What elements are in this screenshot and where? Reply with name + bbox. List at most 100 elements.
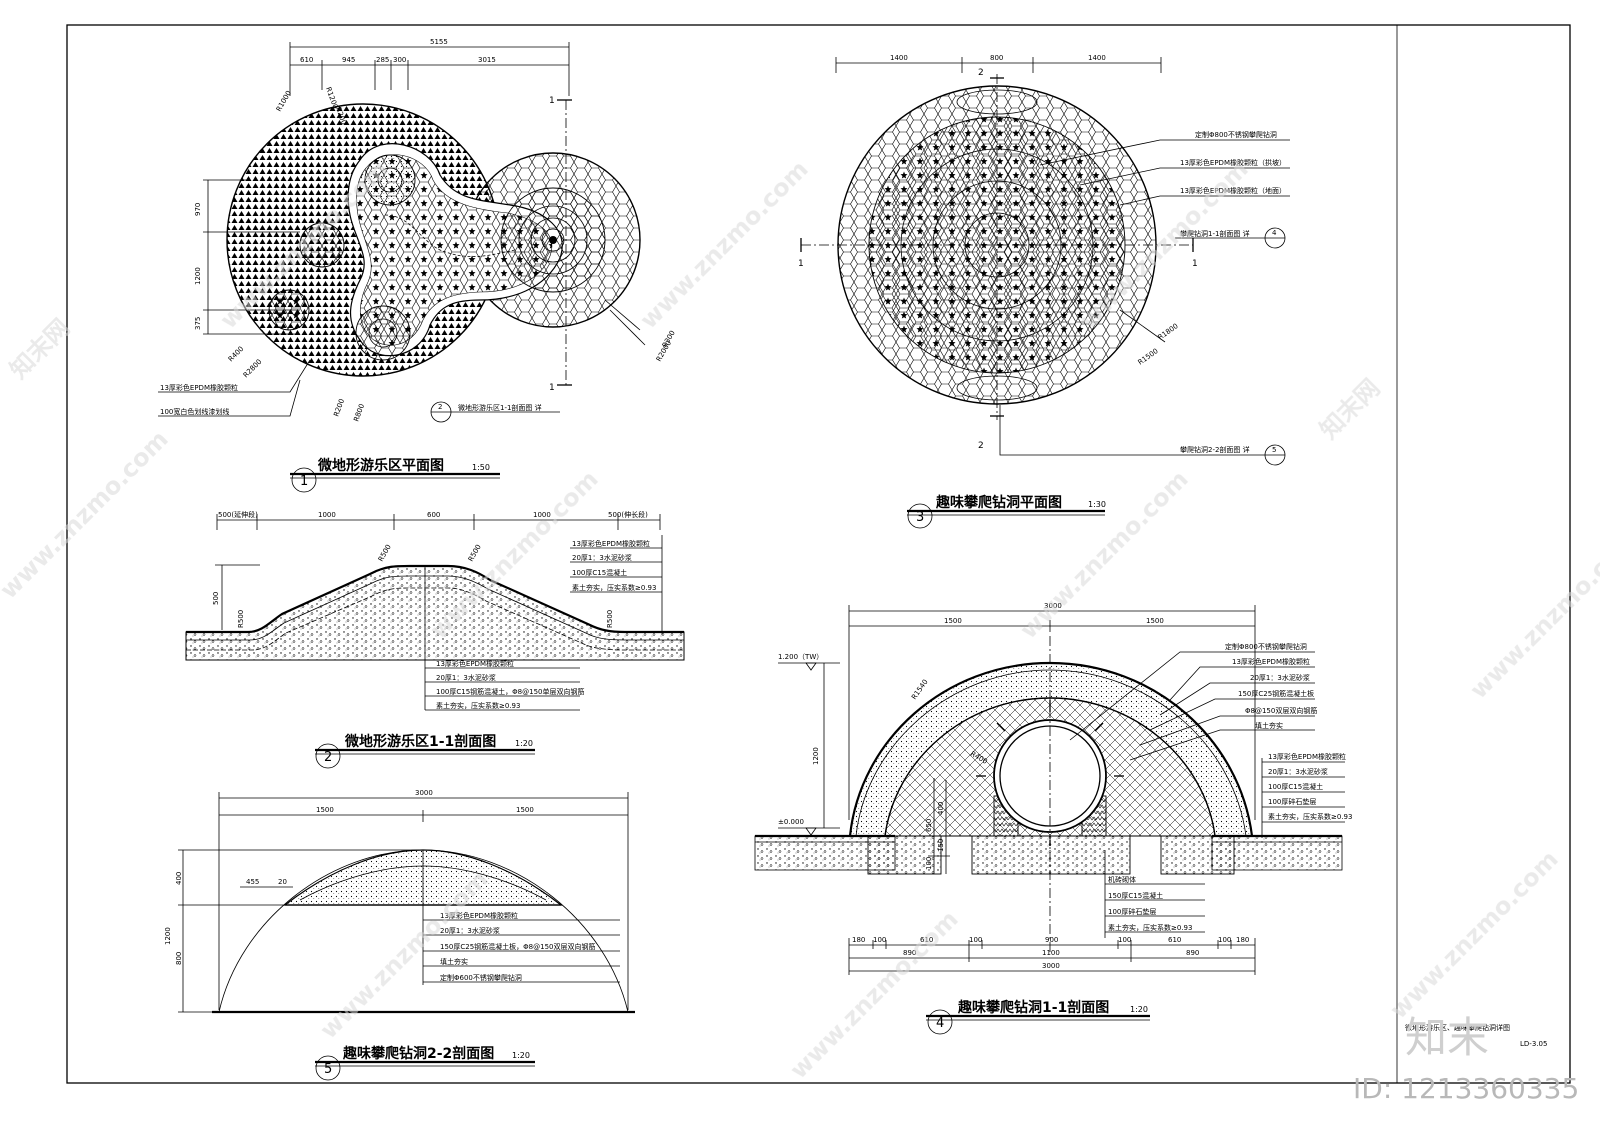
d1-section-mark-top: 1 xyxy=(549,96,555,106)
d2-radius-4: R500 xyxy=(606,610,614,628)
d4-note-t1: 定制Φ800不锈钢攀爬钻洞 xyxy=(1225,642,1307,651)
d3-dim-1400-right: 1400 xyxy=(1088,54,1106,62)
d3-title-number: 3 xyxy=(916,510,924,525)
d4-scale: 1:20 xyxy=(1130,1005,1148,1014)
d1-title: 微地形游乐区平面图 xyxy=(317,457,444,474)
d1-dim-total: 5155 xyxy=(430,38,448,46)
d4-dimb-890-l: 890 xyxy=(903,949,916,957)
d2-note-b4: 素土夯实，压实系数≥0.93 xyxy=(436,701,520,710)
d1-dim-945: 945 xyxy=(342,56,355,64)
d1-dim-285: 285 xyxy=(376,56,389,64)
d4-note-t4: 150厚C25钢筋混凝土板 xyxy=(1238,689,1314,698)
d1-dim-1200: 1200 xyxy=(194,267,202,285)
d4-dimb-890-r: 890 xyxy=(1186,949,1199,957)
d4-title: 趣味攀爬钻洞1-1剖面图 xyxy=(957,999,1109,1016)
d2-note-r4: 素土夯实，压实系数≥0.93 xyxy=(572,583,656,592)
d4-dimb-610-l: 610 xyxy=(920,936,933,944)
d4-note-r3: 100厚C15混凝土 xyxy=(1268,782,1323,791)
d5-note-4: 填土夯实 xyxy=(440,957,468,966)
d4-dim-total-top: 3000 xyxy=(1044,602,1062,610)
d5-note-2: 20厚1：3水泥砂浆 xyxy=(440,926,500,935)
drawing-4-section: 3000 1500 1500 1.200（TW） ±0.000 1200 xyxy=(754,602,1352,1035)
d5-dim-20: 20 xyxy=(278,878,287,886)
d1-ref-num: 2 xyxy=(438,403,442,411)
d4-dim-150: 150 xyxy=(937,839,945,852)
d4-note-r5: 素土夯实，压实系数≥0.93 xyxy=(1268,812,1352,821)
d4-note-b2: 150厚C15混凝土 xyxy=(1108,891,1163,900)
d3-dim-800: 800 xyxy=(990,54,1003,62)
d1-dim-375: 375 xyxy=(194,317,202,330)
d4-note-b3: 100厚碎石垫层 xyxy=(1108,907,1156,916)
d4-dimb-100-4: 100 xyxy=(1218,936,1231,944)
d1-dim-300: 300 xyxy=(393,56,406,64)
d3-mark-2-top: 2 xyxy=(978,68,984,78)
drawing-3-plan: 1400 800 1400 2 1 1 2 定制Φ800不锈钢攀爬钻洞 13厚彩… xyxy=(798,54,1290,529)
d2-radius-3: R500 xyxy=(467,543,483,563)
d4-note-t6: 填土夯实 xyxy=(1255,721,1283,730)
d2-note-b3: 100厚C15钢筋混凝土，Φ8@150单层双向钢筋 xyxy=(436,687,584,696)
d4-note-r4: 100厚碎石垫层 xyxy=(1268,797,1316,806)
d3-radius-r1800: R1800 xyxy=(1157,322,1180,342)
d4-note-b1: 机砖砌体 xyxy=(1108,875,1136,884)
d3-note-epdm-slope: 13厚彩色EPDM橡胶颗粒（拱坡） xyxy=(1180,158,1286,167)
d3-note-epdm-ground: 13厚彩色EPDM橡胶颗粒（地面） xyxy=(1180,186,1286,195)
d3-note-tunnel: 定制Φ800不锈钢攀爬钻洞 xyxy=(1195,130,1277,139)
d4-dim-1500-left: 1500 xyxy=(944,617,962,625)
d5-scale: 1:20 xyxy=(512,1051,530,1060)
watermark-text-4: www.znzmo.com xyxy=(0,425,174,604)
d1-dim-3015: 3015 xyxy=(478,56,496,64)
d4-radius-r1540: R1540 xyxy=(910,678,930,701)
drawing-2-section: 500(延伸段) 1000 600 1000 500(伸长段) 500 R500… xyxy=(185,510,685,769)
d2-dim-height: 500 xyxy=(212,592,220,605)
d3-mark-1-left: 1 xyxy=(798,259,804,269)
watermark-cn-1: 知末网 xyxy=(4,314,75,385)
watermark-text-9: www.znzmo.com xyxy=(784,905,963,1084)
d4-dimb-total: 3000 xyxy=(1042,962,1060,970)
watermark-text-6: www.znzmo.com xyxy=(1014,465,1193,644)
d2-radius-1: R500 xyxy=(237,610,245,628)
d4-level-top: 1.200（TW） xyxy=(778,653,823,661)
d2-note-r1: 13厚彩色EPDM橡胶颗粒 xyxy=(572,539,650,548)
d4-note-t2: 13厚彩色EPDM橡胶颗粒 xyxy=(1232,657,1310,666)
d2-note-r2: 20厚1：3水泥砂浆 xyxy=(572,553,632,562)
d1-dim-610: 610 xyxy=(300,56,313,64)
d1-radius-r1200: R1200 xyxy=(324,86,339,110)
d3-scale: 1:30 xyxy=(1088,500,1106,509)
drawing-1-plan: 5155 610 945 285 300 3015 970 1200 375 xyxy=(158,38,677,493)
d4-dimb-900: 900 xyxy=(1045,936,1058,944)
d2-dim-1000-right: 1000 xyxy=(533,511,551,519)
titleblock-sheet-no: LD-3.05 xyxy=(1520,1040,1547,1048)
d3-ref-2-label: 攀爬钻洞2-2剖面图 详 xyxy=(1180,445,1250,454)
d1-radius-r200-bottom: R200 xyxy=(332,398,346,418)
d3-ref-1-num: 4 xyxy=(1272,229,1277,237)
watermark-id: ID: 1213360335 xyxy=(1353,1072,1579,1105)
d4-dim-400: 400 xyxy=(937,802,945,815)
d2-dim-500-ext: 500(延伸段) xyxy=(218,510,258,519)
drawing-5-section: 3000 1500 1500 400 1200 800 455 20 13厚彩色… xyxy=(164,789,635,1081)
d5-dim-total: 3000 xyxy=(415,789,433,797)
d2-radius-2: R500 xyxy=(377,543,393,563)
d5-dim-1500-left: 1500 xyxy=(316,806,334,814)
d4-dim-100: 100 xyxy=(925,857,933,870)
d5-dim-455: 455 xyxy=(246,878,259,886)
d4-dimb-610-r: 610 xyxy=(1168,936,1181,944)
d1-scale: 1:50 xyxy=(472,463,490,472)
d4-note-r1: 13厚彩色EPDM橡胶颗粒 xyxy=(1268,752,1346,761)
d1-radius-r400: R400 xyxy=(227,345,246,364)
d3-title: 趣味攀爬钻洞平面图 xyxy=(935,494,1062,511)
d4-note-b4: 素土夯实，压实系数≥0.93 xyxy=(1108,923,1192,932)
d4-note-t3: 20厚1：3水泥砂浆 xyxy=(1250,673,1310,682)
d1-dim-970: 970 xyxy=(194,203,202,216)
d2-note-b2: 20厚1：3水泥砂浆 xyxy=(436,673,496,682)
d1-ref-label: 微地形游乐区1-1剖面图 详 xyxy=(458,403,542,412)
d2-note-b1: 13厚彩色EPDM橡胶颗粒 xyxy=(436,659,514,668)
watermark-logo: 知末 xyxy=(1405,1013,1489,1062)
watermark-text-2: www.znzmo.com xyxy=(634,155,813,334)
d2-title: 微地形游乐区1-1剖面图 xyxy=(344,733,496,750)
d2-note-r3: 100厚C15混凝土 xyxy=(572,568,627,577)
d4-note-t5: Φ8@150双层双向钢筋 xyxy=(1245,706,1317,715)
d5-dim-1200: 1200 xyxy=(164,927,172,945)
d5-note-3: 150厚C25钢筋混凝土板，Φ8@150双层双向钢筋 xyxy=(440,942,595,951)
d4-note-r2: 20厚1：3水泥砂浆 xyxy=(1268,767,1328,776)
watermark-text-7: www.znzmo.com xyxy=(1464,525,1600,704)
